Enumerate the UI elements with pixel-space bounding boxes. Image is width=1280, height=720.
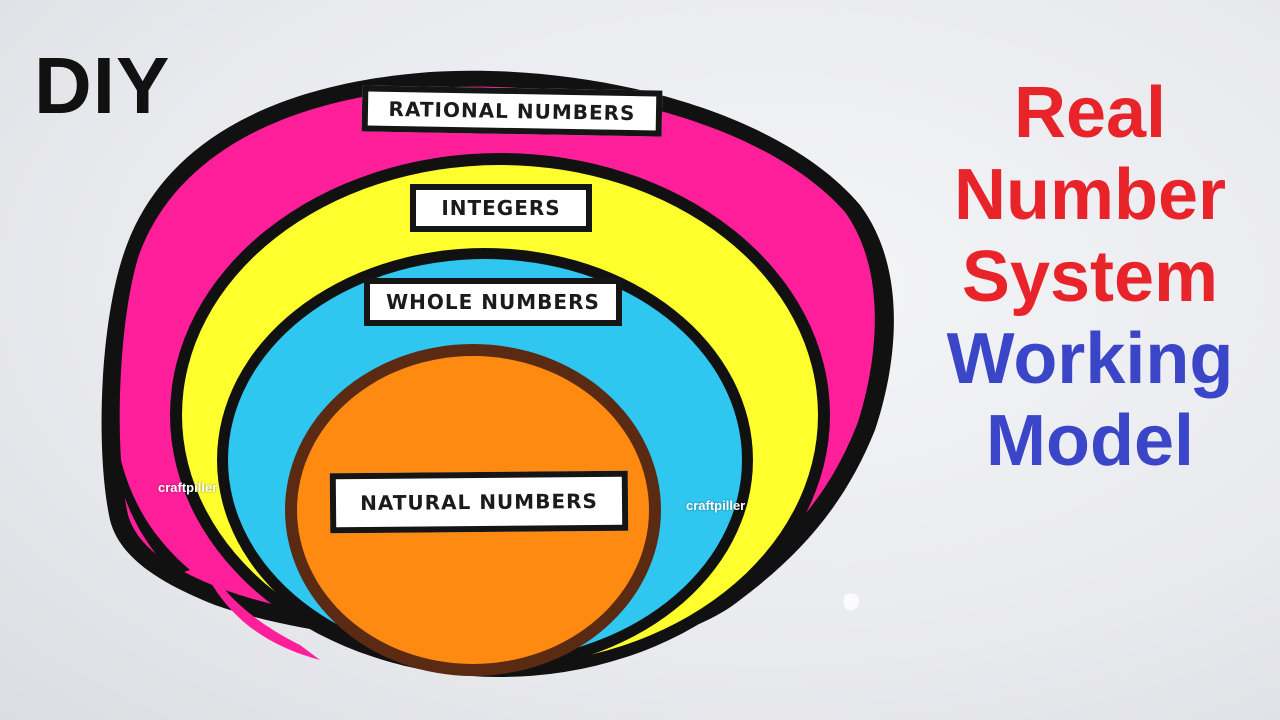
title-line-system: System: [961, 237, 1219, 317]
title-line-number: Number: [953, 155, 1227, 235]
title-line-working: Working: [946, 319, 1234, 399]
watermark-left: craftpiller: [158, 480, 218, 495]
title-line-real: Real: [1013, 73, 1167, 153]
watermark-right: craftpiller: [686, 498, 746, 513]
paper-scrap: [843, 593, 860, 611]
diy-heading: DIY: [34, 41, 171, 130]
natural-numbers-label: NATURAL NUMBERS: [329, 470, 629, 534]
title-line-model: Model: [986, 401, 1194, 481]
integers-label: INTEGERS: [410, 184, 592, 232]
whole-numbers-label: WHOLE NUMBERS: [364, 278, 622, 326]
title-block: Real Number System Working Model: [900, 72, 1280, 482]
rational-numbers-label: RATIONAL NUMBERS: [361, 85, 663, 137]
